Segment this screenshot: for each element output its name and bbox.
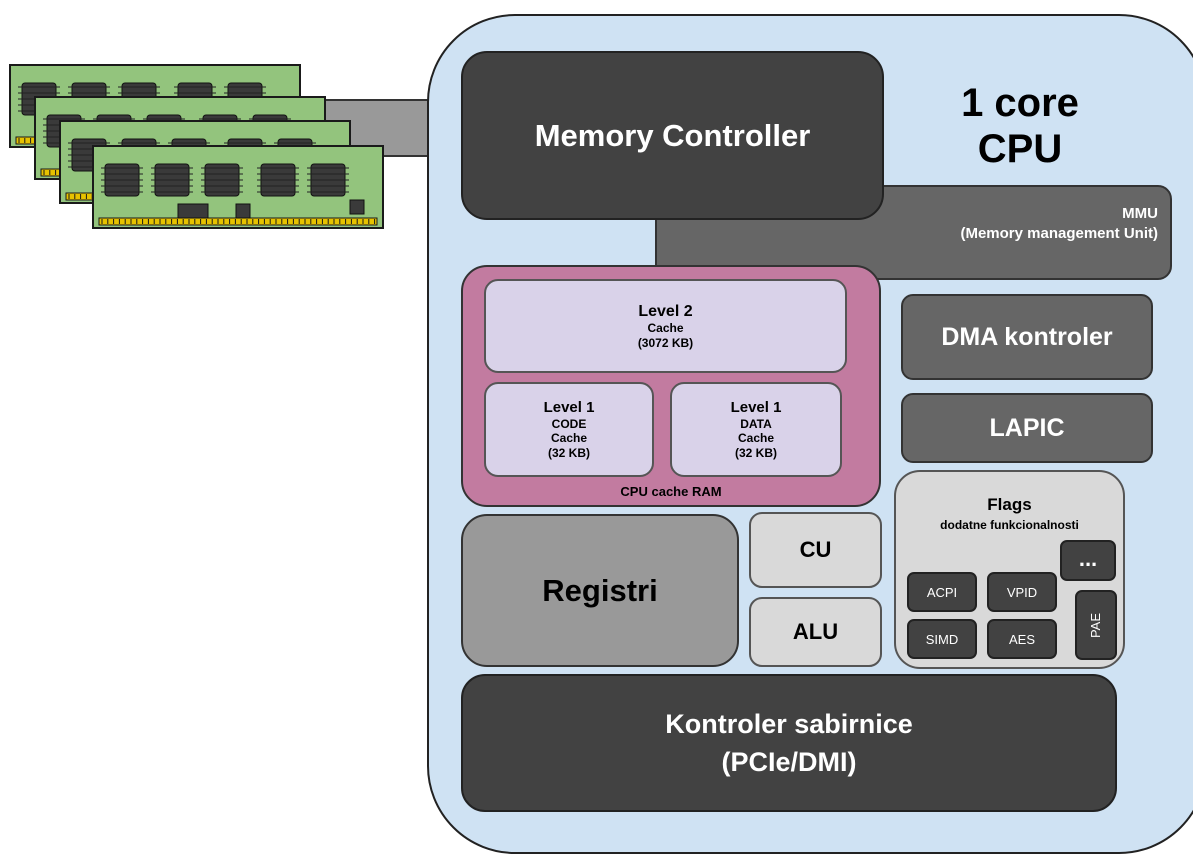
level2-cache-type: Cache	[647, 321, 684, 336]
dma-controller-label: DMA kontroler	[941, 322, 1113, 351]
level1-code-kind: CODE	[551, 416, 587, 431]
ram-small-chip	[235, 203, 251, 219]
flag-acpi-label: ACPI	[926, 584, 958, 600]
dma-controller: DMA kontroler	[901, 294, 1153, 380]
mmu-full-name: (Memory management Unit)	[960, 225, 1158, 242]
control-unit-label: CU	[799, 537, 832, 562]
flag-vpid: VPID	[987, 572, 1057, 612]
registri-label: Registri	[542, 572, 658, 608]
ram-modules-illustration	[9, 64, 430, 229]
flag-more: ...	[1060, 540, 1116, 581]
flag-vpid-label: VPID	[1006, 584, 1038, 600]
cpu-title: 1 core CPU	[925, 80, 1115, 172]
flag-pae: PAE	[1075, 590, 1117, 660]
flag-aes: AES	[987, 619, 1057, 659]
lapic: LAPIC	[901, 393, 1153, 463]
level2-cache: Level 2 Cache (3072 KB)	[484, 279, 847, 373]
registri: Registri	[461, 514, 739, 667]
lapic-label: LAPIC	[989, 413, 1065, 442]
memory-controller: Memory Controller	[461, 51, 884, 220]
flags-subtitle: dodatne funkcionalnosti	[940, 518, 1079, 532]
cpu-cache-ram-label: CPU cache RAM	[620, 484, 722, 499]
alu-label: ALU	[792, 619, 839, 644]
flag-aes-label: AES	[1008, 631, 1035, 647]
flag-more-label: ...	[1078, 546, 1098, 571]
flag-simd-label: SIMD	[925, 631, 959, 647]
level1-data-title: Level 1	[730, 398, 782, 416]
level1-data-size: (32 KB)	[734, 445, 777, 460]
level1-code-title: Level 1	[543, 398, 595, 416]
ram-small-chip	[177, 203, 209, 219]
mmu-box: MMU (Memory management Unit)	[655, 185, 1172, 280]
level1-code-cache: Level 1 CODE Cache (32 KB)	[484, 382, 654, 477]
ram-small-chip	[349, 199, 365, 215]
flag-simd: SIMD	[907, 619, 977, 659]
flags-title: Flags	[987, 495, 1032, 514]
level1-data-cache: Level 1 DATA Cache (32 KB)	[670, 382, 842, 477]
cpu-title-line1: 1 core	[961, 81, 1079, 125]
memory-controller-label: Memory Controller	[534, 117, 811, 153]
ram-contacts	[98, 217, 378, 226]
cpu-title-line2: CPU	[977, 127, 1063, 171]
level1-code-size: (32 KB)	[547, 445, 590, 460]
level1-data-type: Cache	[737, 431, 775, 446]
bus-controller: Kontroler sabirnice (PCIe/DMI)	[461, 674, 1117, 812]
control-unit: CU	[749, 512, 882, 588]
alu: ALU	[749, 597, 882, 667]
level2-cache-title: Level 2	[638, 303, 693, 321]
level1-data-kind: DATA	[740, 416, 772, 431]
mmu-label: MMU	[1122, 205, 1158, 222]
bus-controller-label: Kontroler sabirnice	[665, 709, 913, 739]
flag-pae-label: PAE	[1088, 612, 1104, 638]
level1-code-type: Cache	[550, 431, 588, 446]
bus-controller-type: (PCIe/DMI)	[721, 747, 857, 777]
flag-acpi: ACPI	[907, 572, 977, 612]
level2-cache-size: (3072 KB)	[637, 335, 694, 350]
ram-module	[92, 145, 384, 229]
